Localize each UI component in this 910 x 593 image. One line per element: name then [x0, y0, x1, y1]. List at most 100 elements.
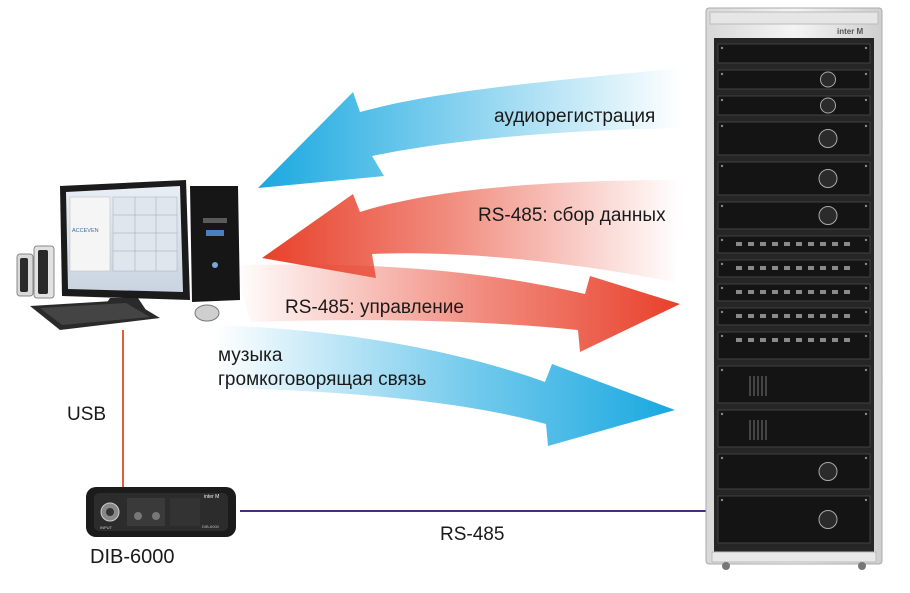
speaker-left-front	[20, 258, 28, 292]
monitor-app-title: ACCEVEN	[72, 228, 99, 234]
rack-button	[808, 314, 814, 318]
rack-screw	[864, 124, 868, 128]
rack-unit	[717, 235, 871, 254]
rack-button	[748, 266, 754, 270]
rack-button	[808, 290, 814, 294]
rack-top-vent	[709, 11, 879, 25]
dib-6000-device: INPUT inter M DIB-6000	[86, 487, 236, 537]
rack-screw	[864, 164, 868, 168]
rack-button	[772, 290, 778, 294]
rack-button	[832, 242, 838, 246]
rack-knob-icon	[818, 206, 838, 225]
rack-button	[748, 242, 754, 246]
rack-screw	[864, 286, 868, 290]
rack-screw	[864, 204, 868, 208]
rack-screw	[864, 310, 868, 314]
rack-unit	[717, 69, 871, 90]
rack-button	[820, 314, 826, 318]
rack-button	[820, 266, 826, 270]
rack-screw	[720, 334, 724, 338]
rack-button	[820, 290, 826, 294]
rack-unit	[717, 307, 871, 326]
rack-knob-icon	[820, 71, 836, 88]
rack-unit	[717, 495, 871, 544]
rack-units	[717, 43, 871, 544]
rack-button	[760, 266, 766, 270]
rack-screw	[720, 286, 724, 290]
monitor-app-panel	[69, 196, 111, 272]
rack-screw	[720, 368, 724, 372]
label-rs485-collect: RS-485: сбор данных	[478, 205, 666, 226]
rack-button	[772, 242, 778, 246]
rack-button	[748, 314, 754, 318]
label-rs485-line: RS-485	[440, 524, 505, 545]
rack-unit	[717, 365, 871, 404]
device-knob-icon	[152, 512, 160, 520]
rack-screw	[864, 238, 868, 242]
rack-screw	[720, 456, 724, 460]
rack-screw	[864, 72, 868, 76]
equipment-rack: inter M	[705, 7, 883, 570]
label-talkback: громкоговорящая связь	[218, 369, 427, 390]
label-music: музыка	[218, 345, 283, 366]
rack-wheel-icon	[722, 562, 730, 570]
rack-brand-label: inter M	[837, 27, 864, 36]
device-knob-panel	[127, 498, 165, 526]
rack-knob-icon	[820, 97, 836, 114]
rack-button	[796, 290, 802, 294]
device-input-label: INPUT	[100, 525, 113, 530]
rack-button	[736, 338, 742, 342]
rack-screw	[864, 368, 868, 372]
rack-button	[784, 290, 790, 294]
computer-workstation: ACCEVEN	[16, 180, 240, 330]
rack-unit	[717, 95, 871, 116]
rack-knob-icon	[818, 510, 838, 529]
rack-screw	[864, 412, 868, 416]
pc-tower-display	[206, 230, 224, 236]
rack-screw	[864, 334, 868, 338]
device-brand-label: inter M	[204, 494, 219, 500]
rack-button	[748, 338, 754, 342]
rack-screw	[720, 412, 724, 416]
rack-knob-icon	[818, 169, 838, 188]
rack-screw	[720, 72, 724, 76]
xlr-connector-center	[106, 508, 114, 516]
rack-button	[784, 314, 790, 318]
rack-button	[844, 242, 850, 246]
rack-button	[772, 338, 778, 342]
rack-unit	[717, 283, 871, 302]
rack-button	[796, 266, 802, 270]
rack-screw	[720, 164, 724, 168]
rack-screw	[864, 46, 868, 50]
rack-button	[796, 314, 802, 318]
rack-unit	[717, 453, 871, 490]
rack-unit	[717, 161, 871, 196]
rack-screw	[720, 310, 724, 314]
rack-screw	[720, 204, 724, 208]
rack-foot	[711, 551, 877, 563]
rack-screw	[864, 456, 868, 460]
label-rs485-control: RS-485: управление	[285, 297, 464, 318]
rack-button	[736, 314, 742, 318]
label-device-name: DIB-6000	[90, 546, 175, 568]
pc-power-button	[212, 262, 218, 268]
rack-screw	[720, 498, 724, 502]
rack-button	[820, 242, 826, 246]
rack-screw	[720, 46, 724, 50]
rack-button	[832, 266, 838, 270]
pc-tower-drive	[203, 218, 227, 223]
rack-button	[832, 290, 838, 294]
monitor-app-grid	[112, 196, 178, 272]
rack-button	[844, 314, 850, 318]
rack-button	[736, 290, 742, 294]
rack-button	[844, 338, 850, 342]
rack-button	[844, 290, 850, 294]
label-audio-registration: аудиорегистрация	[494, 106, 656, 127]
arrow-rs485-control	[235, 264, 680, 352]
rack-button	[820, 338, 826, 342]
speaker-right-front	[38, 250, 48, 294]
rack-unit	[717, 121, 871, 156]
device-knob-icon	[134, 512, 142, 520]
rack-screw	[720, 238, 724, 242]
